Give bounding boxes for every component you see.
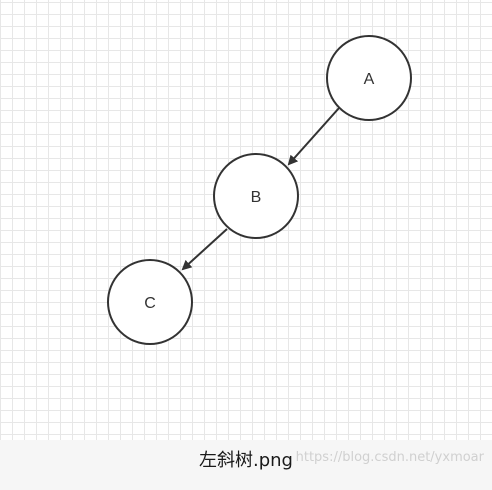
tree-diagram: A B C: [107, 35, 412, 345]
tree-node-a: A: [326, 35, 412, 121]
node-b-circle: [213, 153, 299, 239]
node-a-circle: [326, 35, 412, 121]
edge-b-to-c: [181, 228, 228, 271]
node-a-label: A: [364, 71, 375, 88]
tree-node-c: C: [107, 259, 193, 345]
watermark-text: https://blog.csdn.net/yxmoar: [295, 450, 484, 465]
edge-a-to-b: [287, 107, 340, 166]
node-c-label: C: [144, 295, 156, 312]
image-caption: 左斜树.png: [199, 450, 293, 471]
tree-node-b: B: [213, 153, 299, 239]
node-b-label: B: [251, 189, 262, 206]
node-c-circle: [107, 259, 193, 345]
